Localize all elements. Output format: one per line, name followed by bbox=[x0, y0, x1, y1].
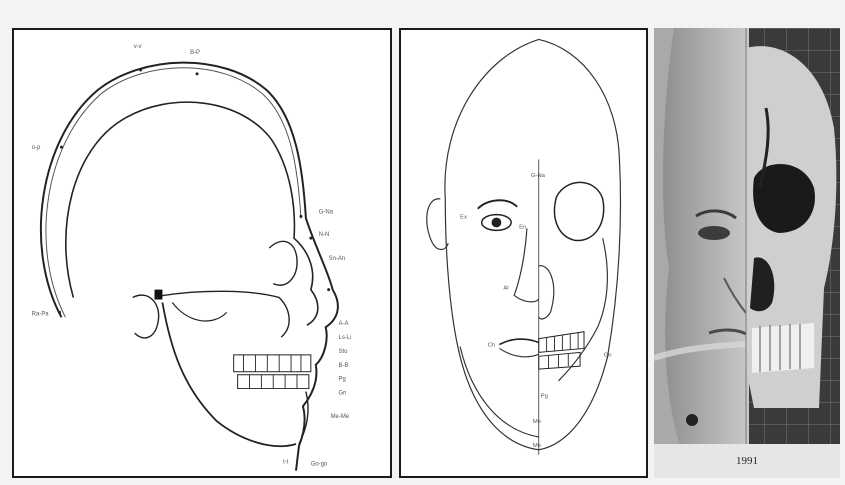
landmark-label: Ex bbox=[460, 215, 467, 221]
frontal-drawing-panel: G-Na Ex En Al Ch Go Pg Me Me bbox=[399, 28, 648, 478]
landmark-label: Sn-An bbox=[329, 256, 345, 262]
landmark-label: Go-go bbox=[311, 462, 328, 468]
landmark-label: Pg bbox=[541, 394, 548, 400]
landmark-label: Ch bbox=[488, 342, 496, 348]
landmark-label: Gn bbox=[339, 390, 347, 396]
landmark-label: t-t bbox=[283, 460, 289, 466]
landmark-label: Sto bbox=[339, 349, 349, 355]
landmark-label: o-p bbox=[32, 145, 41, 151]
landmark-label: B-P bbox=[190, 50, 200, 56]
photo-caption: 1991 bbox=[654, 444, 840, 478]
landmark-label: Pg bbox=[339, 377, 346, 383]
landmark-label: Ls-Li bbox=[339, 335, 352, 341]
face-skull-superimposition-photo bbox=[654, 28, 840, 478]
landmark-label: N-N bbox=[319, 232, 330, 238]
landmark-label: Go bbox=[604, 352, 613, 358]
profile-drawing-panel: v-v B-P o-p G-Na N-N Sn-An Ra-Pa A-A Ls-… bbox=[12, 28, 392, 478]
landmark-label: A-A bbox=[339, 321, 349, 327]
landmark-label: En bbox=[519, 224, 526, 230]
landmark-label: v-v bbox=[134, 44, 142, 50]
profile-skull-drawing: v-v B-P o-p G-Na N-N Sn-An Ra-Pa A-A Ls-… bbox=[14, 30, 390, 476]
photo-superimposition-panel: 1991 bbox=[654, 28, 840, 478]
landmark-label: G-Na bbox=[531, 173, 546, 179]
landmark-label: Me bbox=[533, 419, 542, 425]
landmark-label: Me bbox=[533, 443, 542, 449]
landmark-label: Al bbox=[503, 285, 508, 291]
frontal-face-skull-drawing: G-Na Ex En Al Ch Go Pg Me Me bbox=[401, 30, 646, 476]
landmark-label: Ra-Pa bbox=[32, 311, 49, 317]
landmark-label: B-B bbox=[339, 363, 349, 369]
landmark-label: G-Na bbox=[319, 209, 334, 215]
landmark-label: Me-Me bbox=[331, 414, 350, 420]
